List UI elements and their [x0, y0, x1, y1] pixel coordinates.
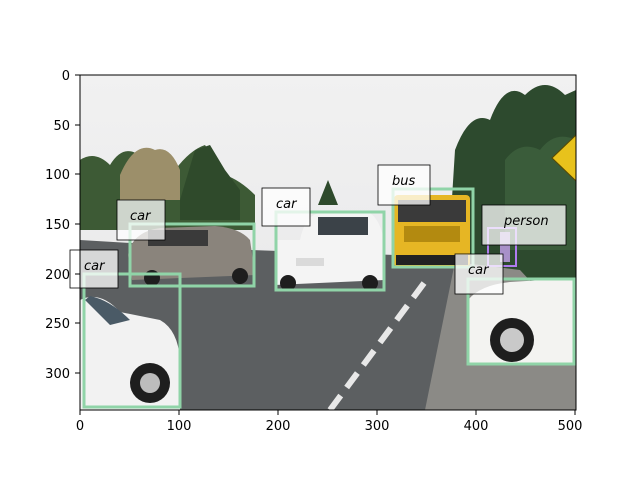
detection-label: bus — [392, 174, 415, 189]
y-tick-label: 250 — [45, 317, 70, 332]
detection-box: car — [454, 253, 576, 366]
detection-box: car — [261, 187, 386, 292]
detection-box: bus — [377, 164, 475, 269]
detection-label: car — [84, 259, 106, 274]
x-axis: 0 100 200 300 400 500 — [76, 410, 583, 434]
x-tick-label: 200 — [266, 419, 291, 434]
x-tick-label: 500 — [558, 419, 583, 434]
y-tick-label: 0 — [62, 69, 70, 84]
y-axis: 0 50 100 150 200 250 300 — [45, 69, 80, 382]
y-tick-label: 50 — [53, 119, 70, 134]
y-tick-label: 200 — [45, 268, 70, 283]
x-tick-label: 400 — [464, 419, 489, 434]
detection-box: person — [481, 204, 567, 267]
y-tick-label: 150 — [45, 218, 70, 233]
y-tick-label: 100 — [45, 168, 70, 183]
detection-box: car — [69, 249, 182, 409]
x-tick-label: 300 — [365, 419, 390, 434]
detection-label: car — [276, 197, 298, 212]
axes-frame — [79, 74, 577, 411]
detection-box: car — [116, 199, 256, 288]
detection-label: car — [130, 209, 152, 224]
x-tick-label: 0 — [76, 419, 84, 434]
detection-label: car — [468, 263, 490, 278]
x-tick-label: 100 — [167, 419, 192, 434]
detection-label: person — [503, 214, 549, 229]
y-tick-label: 300 — [45, 367, 70, 382]
